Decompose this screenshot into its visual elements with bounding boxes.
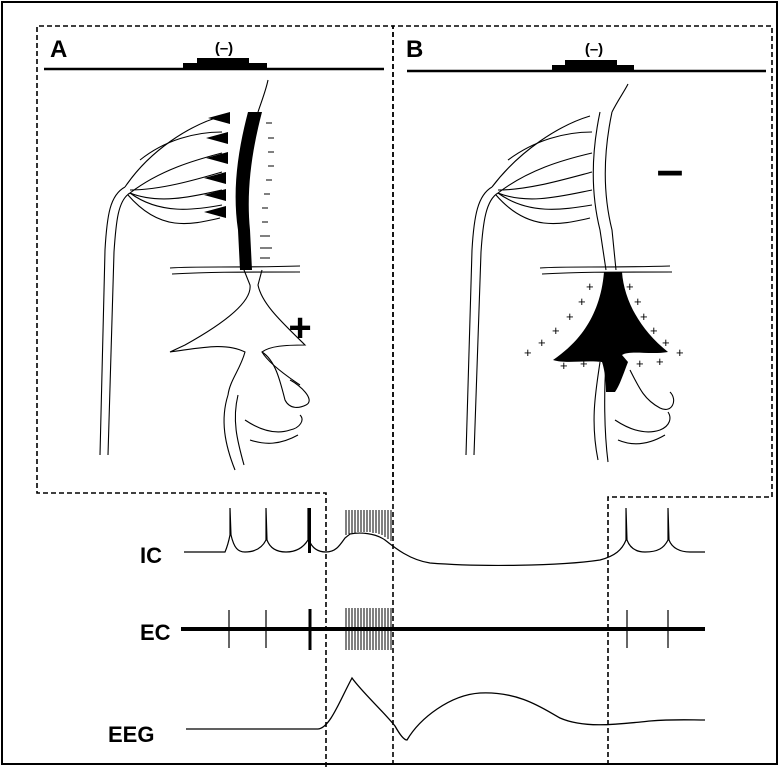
svg-text:+: +	[636, 356, 644, 371]
panel-a-letter: A	[50, 36, 67, 63]
panel-a: A (–)	[44, 36, 384, 470]
svg-text:+: +	[566, 309, 574, 324]
eeg-trace	[186, 678, 705, 740]
dashed-outline	[37, 26, 772, 767]
svg-text:+: +	[578, 294, 586, 309]
panel-a-electrode-cap	[197, 58, 249, 65]
svg-text:+: +	[656, 354, 664, 369]
panel-a-electrode-sign: (–)	[215, 40, 233, 57]
panel-a-field-sign: +	[288, 306, 311, 350]
svg-text:+: +	[650, 323, 658, 338]
traces: IC EC	[108, 508, 705, 747]
svg-text:+: +	[626, 279, 634, 294]
svg-text:+: +	[634, 294, 642, 309]
svg-text:+: +	[662, 335, 670, 350]
svg-text:+: +	[580, 356, 588, 371]
ic-burst	[346, 510, 391, 541]
svg-text:+: +	[676, 345, 684, 360]
svg-text:+: +	[524, 345, 532, 360]
svg-text:+: +	[586, 279, 594, 294]
panel-a-synapses	[204, 112, 230, 218]
svg-text:+: +	[640, 309, 648, 324]
panel-b: B (–)	[406, 36, 766, 462]
ec-label: EC	[140, 620, 171, 645]
ic-label: IC	[140, 543, 162, 568]
panel-b-electrode-sign: (–)	[585, 41, 603, 58]
panel-b-electrode-cap	[565, 60, 617, 67]
ic-spike-bar	[308, 508, 311, 553]
panel-a-minus-charges	[260, 123, 274, 258]
panel-a-neuron	[100, 80, 309, 470]
panel-b-field-sign: –	[657, 144, 684, 197]
svg-text:+: +	[538, 335, 546, 350]
panel-b-neuron	[466, 84, 674, 462]
eeg-label: EEG	[108, 722, 154, 747]
panel-a-apical-sink	[236, 112, 262, 270]
ic-trace	[184, 508, 705, 565]
svg-text:+: +	[560, 358, 568, 373]
svg-text:+: +	[552, 323, 560, 338]
panel-b-letter: B	[406, 36, 423, 63]
